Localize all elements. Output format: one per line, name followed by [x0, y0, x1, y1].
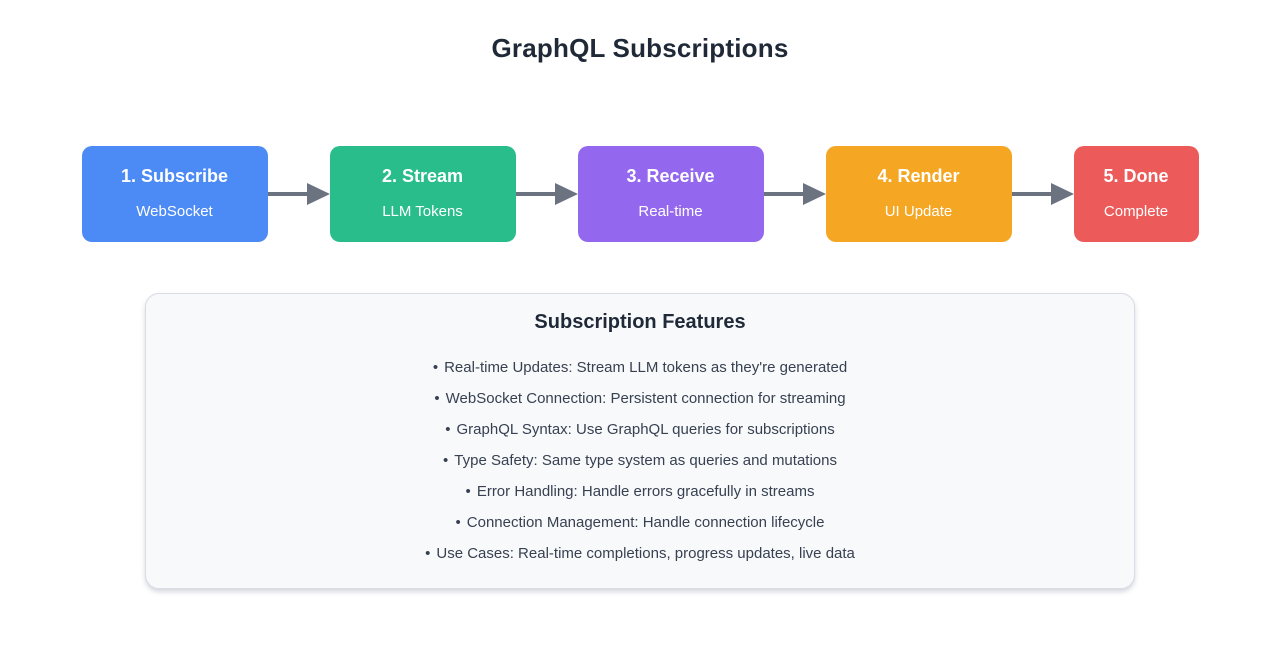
feature-text: Connection Management: Handle connection…	[466, 514, 825, 531]
arrow-head	[1050, 183, 1074, 205]
bullet-icon: •	[445, 421, 451, 438]
arrow-head	[802, 183, 826, 205]
flow-step-receive: 3. Receive Real-time	[577, 146, 764, 242]
flow-step-sublabel: LLM Tokens	[382, 203, 463, 221]
flow-step-label: 5. Done	[1103, 166, 1169, 187]
bullet-icon: •	[465, 483, 471, 500]
flow-step-sublabel: WebSocket	[136, 203, 213, 221]
arrow-head	[554, 183, 578, 205]
flow-step-label: 4. Render	[877, 166, 960, 187]
flow-step-render: 4. Render UI Update	[825, 146, 1012, 242]
arrow-head	[306, 183, 330, 205]
feature-item: • Real-time Updates: Stream LLM tokens as…	[146, 352, 1134, 383]
feature-item: • Type Safety: Same type system as querie…	[146, 445, 1134, 476]
feature-text: WebSocket Connection: Persistent connect…	[445, 390, 846, 407]
flow-step-sublabel: UI Update	[884, 203, 953, 221]
feature-text: Use Cases: Real-time completions, progre…	[436, 545, 855, 562]
flow-step-subscribe: 1. Subscribe WebSocket	[81, 146, 268, 242]
flow-step-label: 1. Subscribe	[120, 166, 229, 187]
bullet-icon: •	[434, 390, 440, 407]
bullet-icon: •	[425, 545, 431, 562]
flow-step-label: 3. Receive	[626, 166, 715, 187]
features-title: Subscription Features	[534, 311, 746, 333]
arrow-right-icon	[267, 183, 330, 205]
feature-item: • Connection Management: Handle connectio…	[146, 507, 1134, 538]
flow-step-label: 2. Stream	[381, 166, 464, 187]
feature-item: • GraphQL Syntax: Use GraphQL queries for…	[146, 414, 1134, 445]
features-list: •Real-time Updates: Stream LLM tokens as…	[146, 352, 1134, 569]
bullet-icon: •	[432, 359, 439, 376]
feature-text: Error Handling: Handle errors gracefully…	[476, 483, 815, 500]
feature-text: GraphQL Syntax: Use GraphQL queries for …	[456, 421, 835, 438]
feature-item: • Use Cases: Real-time completions, progr…	[146, 538, 1134, 569]
arrow-line	[267, 192, 312, 196]
arrow-right-icon	[1011, 183, 1074, 205]
feature-item: • WebSocket Connection: Persistent connec…	[146, 383, 1134, 414]
arrow-line	[1011, 192, 1056, 196]
arrow-line	[763, 192, 808, 196]
feature-text: Type Safety: Same type system as queries…	[454, 452, 837, 469]
flow-diagram: 1. Subscribe WebSocket 2. Stream LLM Tok…	[81, 146, 1199, 242]
feature-text: Real-time Updates: Stream LLM tokens as …	[444, 359, 848, 376]
arrow-right-icon	[763, 183, 826, 205]
flow-step-sublabel: Complete	[1103, 203, 1169, 221]
bullet-icon: •	[443, 452, 449, 469]
arrow-right-icon	[515, 183, 578, 205]
flow-step-sublabel: Real-time	[638, 203, 703, 221]
feature-item: • Error Handling: Handle errors gracefull…	[146, 476, 1134, 507]
bullet-icon: •	[455, 514, 461, 531]
page: GraphQL Subscriptions 1. Subscribe WebSo…	[0, 33, 1280, 589]
page-title: GraphQL Subscriptions	[491, 33, 789, 63]
flow-step-done: 5. Done Complete	[1073, 146, 1199, 242]
arrow-line	[515, 192, 560, 196]
flow-step-stream: 2. Stream LLM Tokens	[329, 146, 516, 242]
features-panel: Subscription Features •Real-time Updates…	[145, 293, 1135, 589]
